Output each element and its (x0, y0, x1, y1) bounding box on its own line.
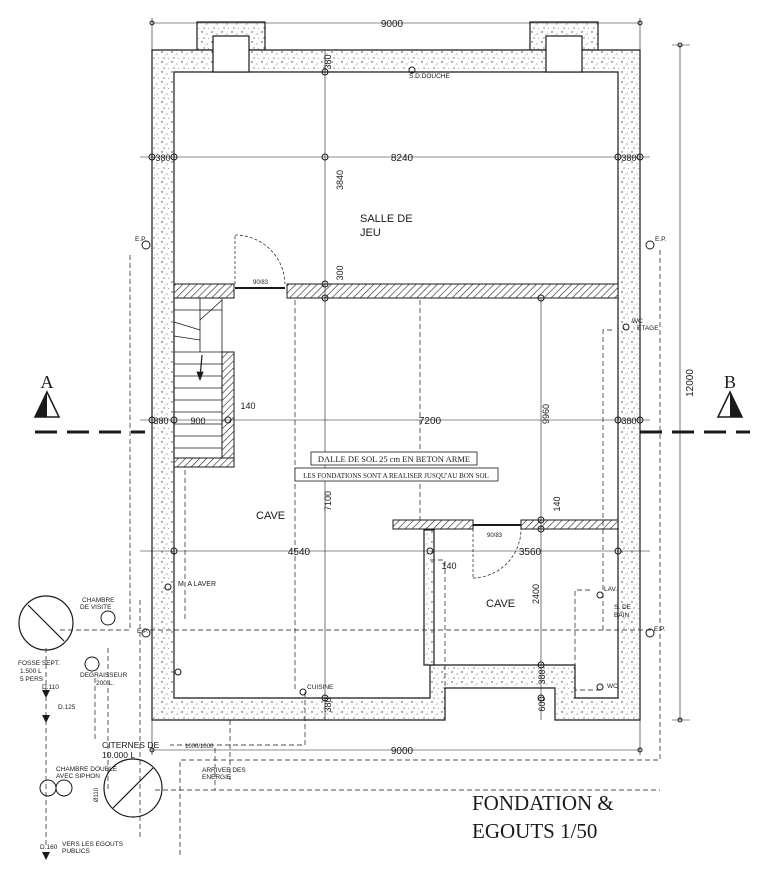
dim-9960: 9960 (541, 404, 551, 424)
dim-140-mid: 140 (441, 561, 456, 571)
dim-140-right: 140 (552, 496, 562, 511)
dim-12000: 12000 (685, 369, 696, 397)
label-fosse-2: 1.500 L (20, 668, 42, 675)
section-label-b: B (724, 372, 736, 392)
label-ep-left: E.P. (135, 236, 147, 243)
dim-8240: 8240 (391, 153, 414, 164)
label-chambre-double-1: CHAMBRE DOUBLE (56, 766, 118, 773)
label-s-de-bain-1: S. DE (614, 604, 632, 611)
label-arrivee-1: ARRIVEE DES (202, 767, 246, 774)
room-cave-left: CAVE (256, 510, 285, 522)
dim-7100: 7100 (323, 491, 333, 511)
dim-3840: 3840 (335, 170, 345, 190)
label-door-2: 90/83 (487, 533, 503, 539)
room-salle-de-jeu-2: JEU (360, 227, 381, 239)
label-ep-right: E.P. (655, 236, 667, 243)
dim-380-r3: 380 (537, 669, 547, 684)
label-wc: WC (607, 683, 618, 690)
label-degraisseur-2: 200 L. (96, 680, 114, 687)
doors (234, 234, 522, 579)
label-citernes-1: CITERNES DE (102, 740, 159, 750)
drain-points (141, 66, 655, 696)
water-cistern (103, 758, 163, 818)
label-door-1: 90/83 (253, 280, 269, 286)
dim-380-l2: 380 (153, 416, 168, 426)
label-cuisine: CUISINE (307, 684, 334, 691)
grease-trap (84, 656, 100, 672)
dim-2400: 2400 (531, 584, 541, 604)
dim-380-r1: 380 (621, 153, 636, 163)
dim-140-stair: 140 (240, 401, 255, 411)
label-sd-douche: S.D.DOUCHE (409, 73, 450, 80)
dim-900: 900 (190, 416, 205, 426)
label-s-de-bain-2: BAIN (614, 612, 629, 619)
label-vers-egouts-1: VERS LES EGOUTS (62, 841, 124, 848)
note-fondations: LES FONDATIONS SONT A REALISER JUSQU'AU … (303, 472, 489, 480)
label-wc-etage-2: ETAGE (637, 325, 659, 332)
text-layer: 9000 380 8240 380 380 3840 300 12000 380… (18, 19, 736, 855)
label-ep-left2: E.P. (137, 628, 149, 635)
dim-9000-bottom: 9000 (391, 746, 414, 757)
label-chambre-double-2: AVEC SIPHON (56, 773, 100, 780)
dim-380-r2: 380 (621, 416, 636, 426)
dim-3560: 3560 (519, 547, 542, 558)
label-chambre-visite-2: DE VISITE (80, 604, 112, 611)
label-chambre-visite-1: CHAMBRE (82, 597, 115, 604)
section-marker-a (33, 390, 145, 434)
label-fosse-1: FOSSE SEPT. (18, 660, 60, 667)
dim-9000-top: 9000 (381, 19, 404, 30)
flow-arrows (42, 690, 50, 860)
label-citernes-2: 10.000 L (102, 750, 135, 760)
section-label-a: A (41, 372, 54, 392)
septic-tank (18, 595, 74, 651)
label-wc-etage-1: WC (632, 318, 643, 325)
hatched-beams (173, 283, 619, 530)
label-fosse-3: 5 PERS (20, 676, 44, 683)
label-d110-vertical: Ø110 (94, 787, 100, 802)
dimension-markers (148, 20, 683, 753)
label-degraisseur-1: DEGRAISSEUR (80, 672, 128, 679)
title-line-1: FONDATION & (472, 791, 614, 815)
label-lav: LAV. (604, 586, 617, 593)
dim-380-bottom: 380 (323, 697, 333, 712)
label-d110: D.110 (42, 684, 59, 691)
dim-300: 300 (335, 265, 345, 280)
double-chamber-siphon (39, 779, 73, 797)
label-m-a-laver: M. A LAVER (178, 581, 216, 588)
label-door-3: 1000/1000 (185, 744, 214, 750)
drainage-pipes (45, 250, 661, 855)
section-marker-b (640, 390, 750, 434)
label-d160: D.160 (40, 844, 58, 851)
label-ep-right2: E.P. (654, 626, 666, 633)
title-line-2: EGOUTS 1/50 (472, 819, 597, 843)
note-box (294, 451, 499, 482)
inspection-chamber (100, 610, 116, 626)
label-d125: D.125 (58, 704, 76, 711)
note-dalle: DALLE DE SOL 25 cm EN BETON ARME (318, 454, 470, 464)
room-salle-de-jeu-1: SALLE DE (360, 213, 413, 225)
staircase (173, 297, 223, 459)
dim-4540: 4540 (288, 547, 311, 558)
dim-380-top: 380 (323, 54, 333, 69)
dim-380-l1: 380 (155, 153, 170, 163)
dim-600: 600 (537, 696, 547, 711)
room-cave-right: CAVE (486, 598, 515, 610)
dim-7200: 7200 (419, 416, 442, 427)
label-arrivee-2: ENERGIE (202, 774, 232, 781)
label-vers-egouts-2: PUBLICS (62, 848, 90, 855)
